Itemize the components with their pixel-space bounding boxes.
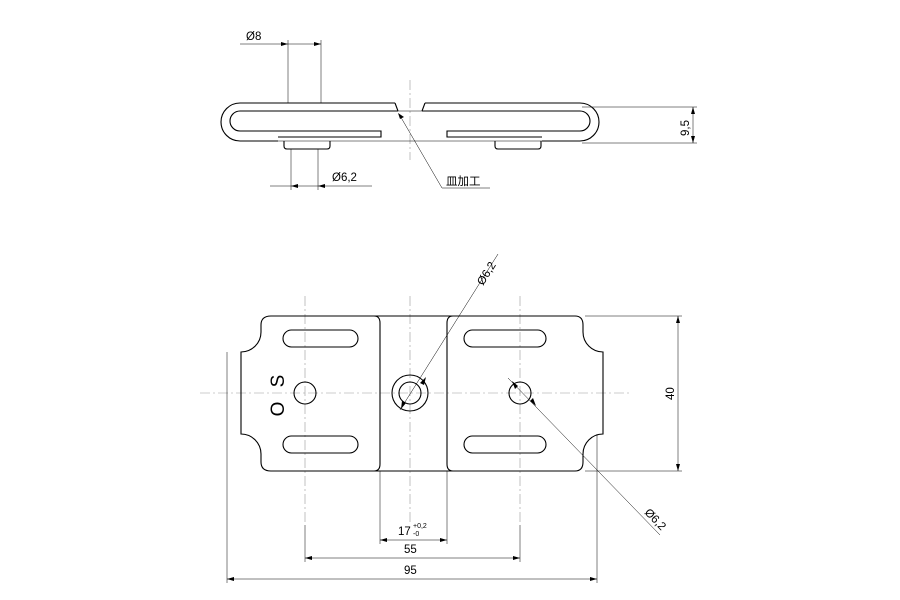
side-view: Ø8 Ø6,2 皿加工 9,5: [220, 31, 697, 190]
slot-top-left: [282, 329, 359, 348]
front-dia62-top-label: Ø6,2: [475, 260, 498, 288]
width-arrow-right: [590, 577, 597, 581]
height-arrow-top: [676, 316, 680, 323]
center-countersink-inner: [398, 381, 422, 405]
width-label: 95: [404, 565, 417, 577]
countersink-note: 皿加工: [446, 175, 481, 188]
slot-bottom-right: [463, 435, 547, 454]
gap-arrow-left: [380, 538, 387, 542]
thickness-label: 9,5: [680, 120, 692, 136]
dia8-arrow-left: [281, 42, 288, 46]
mark-s: S: [268, 375, 289, 388]
front-dia62-bottom-label: Ø6,2: [642, 507, 668, 533]
countersink-profile: [394, 102, 426, 112]
mark-o: O: [268, 402, 289, 417]
slot-bottom-left: [282, 435, 359, 454]
spacing-arrow-right: [513, 556, 520, 560]
front-view: S O Ø6,2 Ø6,2 40 17 +0,2 -0 55: [200, 253, 682, 583]
side-view-inner-contour: [229, 110, 591, 138]
center-dia-leader: [399, 253, 499, 411]
dia62-arrow-right: [318, 184, 325, 188]
spacing-label: 55: [404, 544, 417, 556]
thickness-arrow-bottom: [691, 136, 695, 143]
height-arrow-bottom: [676, 464, 680, 471]
dia8-arrow-right: [314, 42, 321, 46]
thickness-arrow-top: [691, 107, 695, 114]
right-panel-edge: [446, 315, 454, 472]
countersink-leader-arrow: [398, 113, 404, 119]
gap-label: 17: [398, 526, 411, 538]
gap-arrow-right: [440, 538, 447, 542]
height-label: 40: [665, 387, 677, 400]
right-dia-arrow-low: [512, 381, 518, 389]
gap-tol-lower: -0: [413, 531, 419, 538]
plate-outline: [240, 315, 604, 472]
right-dia-arrow-high: [530, 398, 536, 406]
right-boss: [494, 141, 542, 150]
gap-tol-upper: +0,2: [413, 523, 427, 530]
center-dia-arrow-high: [420, 377, 426, 385]
dia8-label: Ø8: [246, 31, 261, 43]
side-view-outer-contour: [220, 102, 600, 142]
side-dia62-label: Ø6,2: [332, 172, 357, 184]
center-countersink-outer: [391, 374, 429, 412]
slot-top-right: [463, 329, 547, 348]
dia62-arrow-left: [291, 184, 298, 188]
left-boss: [283, 141, 331, 150]
spacing-arrow-left: [305, 556, 312, 560]
countersink-leader: [398, 113, 490, 189]
left-panel-edge: [373, 315, 381, 472]
right-dia-leader: [507, 377, 661, 536]
width-arrow-left: [227, 577, 234, 581]
right-hole: [508, 381, 532, 405]
left-hole: [293, 381, 317, 405]
center-dia-arrow-low: [401, 401, 406, 409]
